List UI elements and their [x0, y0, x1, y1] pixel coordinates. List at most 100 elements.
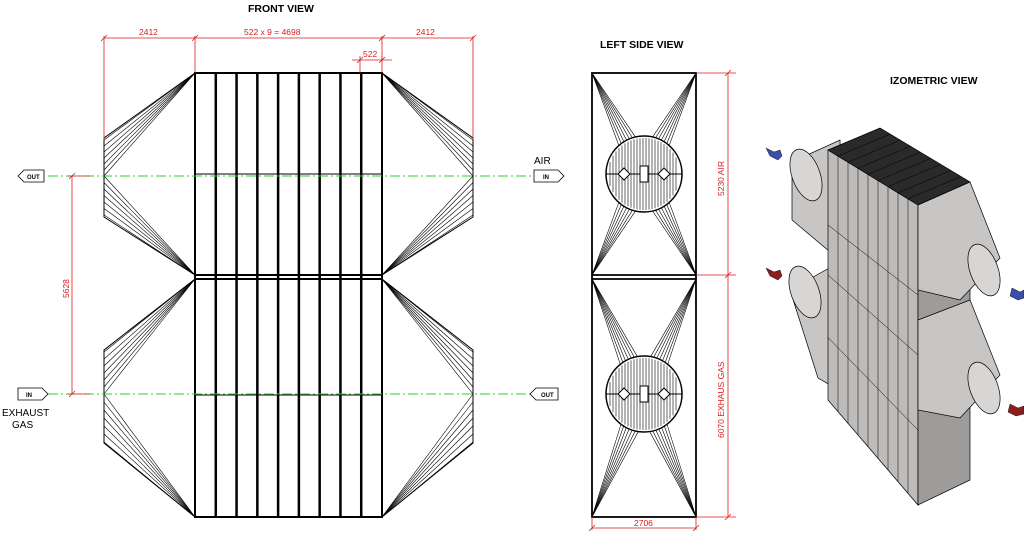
hood-fan-line: [103, 72, 196, 153]
hood-fan-line: [103, 208, 196, 276]
side-fan-line: [591, 424, 625, 518]
hood-fan-line: [381, 278, 474, 353]
iso-air-in-arrow-icon: [765, 147, 783, 161]
hood-fan-line: [103, 214, 196, 276]
air-in-tag: IN: [543, 175, 549, 181]
hood-fan-line: [381, 278, 474, 360]
iso-gas-inlet-ring: [788, 265, 822, 319]
gas-in-arrow-icon: [17, 387, 49, 401]
side-outline: [591, 72, 697, 518]
front-view: [103, 72, 474, 518]
hood-fan-line: [381, 208, 474, 276]
hood-fan-line: [381, 195, 474, 276]
dim-tick: [378, 56, 386, 64]
hood-fan-line: [381, 72, 474, 141]
side-fan-line: [663, 72, 697, 144]
side-fan-line: [591, 204, 625, 276]
side-fan-line: [663, 204, 697, 276]
hood-fan-line: [103, 441, 196, 518]
side-fan-line: [657, 207, 697, 276]
dim-module-width: 522: [363, 49, 377, 59]
iso-core-front: [827, 149, 919, 506]
front-view-title: FRONT VIEW: [248, 3, 314, 15]
side-fan-line: [591, 429, 640, 518]
side-fan-line: [591, 427, 631, 518]
hood-fan-line: [103, 278, 196, 367]
isometric-view: [788, 127, 1001, 506]
side-fan-line: [591, 422, 622, 518]
side-fan-line: [591, 209, 637, 276]
side-fan-line: [591, 428, 634, 518]
dim-core-width: 522 x 9 = 4698: [244, 27, 301, 37]
iso-gas-outlet-ring: [967, 361, 1001, 415]
side-fan-line: [651, 209, 697, 276]
hood-fan-line: [103, 433, 196, 518]
hood-fan-line: [103, 278, 196, 353]
hood-fan-line: [103, 182, 196, 276]
hood-fan-line: [103, 72, 196, 177]
side-fan-lines: [591, 72, 697, 518]
side-fan-line: [657, 72, 697, 141]
hood-fan-line: [381, 201, 474, 276]
side-fan-line: [665, 202, 697, 276]
side-fan-line: [660, 425, 697, 518]
hood-fan-line: [381, 393, 474, 518]
dim-side-width: 2706: [634, 518, 653, 528]
hood-fan-line: [103, 278, 196, 360]
side-fan-line: [649, 278, 697, 359]
hood-fan-line: [381, 441, 474, 518]
dim-tick: [588, 524, 596, 532]
hood-fan-line: [381, 278, 474, 381]
iso-top-fin: [907, 176, 961, 200]
side-fan-line: [591, 200, 620, 276]
side-fan-line: [591, 202, 623, 276]
side-fan-line: [660, 205, 697, 276]
side-fan-line: [591, 278, 622, 367]
dim-tick: [469, 34, 477, 42]
side-fan-line: [591, 72, 620, 148]
side-fan-line: [657, 427, 697, 518]
side-fan-line: [666, 422, 697, 518]
iso-top-fin: [847, 139, 901, 163]
iso-top-fin: [877, 158, 931, 181]
side-fan-line: [591, 425, 628, 518]
left-side-view-title: LEFT SIDE VIEW: [600, 39, 684, 51]
iso-gas-out-arrow-icon: [1007, 403, 1024, 417]
iso-gas-in-arrow-icon: [765, 267, 783, 281]
left-side-view: [591, 72, 697, 518]
side-fan-line: [648, 429, 697, 518]
hood-fan-line: [103, 278, 196, 381]
iso-air-inlet-ring: [789, 148, 823, 202]
hood-fan-line: [103, 201, 196, 276]
hood-fan-line: [381, 278, 474, 388]
hood-fan-line: [381, 417, 474, 518]
dim-tick: [68, 390, 76, 398]
hood-fan-line: [103, 72, 196, 171]
side-fan-line: [660, 72, 697, 143]
air-in-arrow-icon: [533, 169, 565, 183]
hood-fan-line: [103, 278, 196, 395]
hood-fan-line: [103, 278, 196, 388]
dim-tick: [191, 34, 199, 42]
side-fan-line: [663, 424, 697, 518]
hood-fan-line: [381, 278, 474, 367]
centerlines: [48, 175, 532, 395]
hood-fan-line: [381, 72, 474, 147]
side-fan-line: [591, 72, 628, 143]
side-fan-line: [591, 72, 631, 141]
gas-label-line2: GAS: [12, 420, 33, 431]
hood-fan-line: [381, 72, 474, 177]
dim-tick: [724, 513, 732, 521]
hood-fan-line: [103, 393, 196, 518]
side-fan-line: [591, 72, 637, 139]
side-fan-line: [666, 278, 697, 367]
dim-tick: [356, 56, 364, 64]
side-fan-line: [664, 278, 697, 365]
side-fan-line: [591, 72, 623, 146]
hood-fan-line: [381, 175, 474, 276]
side-fan-line: [661, 278, 697, 363]
dim-tick: [100, 34, 108, 42]
dim-tick: [724, 69, 732, 77]
dim-air-height: 5230 AIR: [716, 161, 726, 196]
